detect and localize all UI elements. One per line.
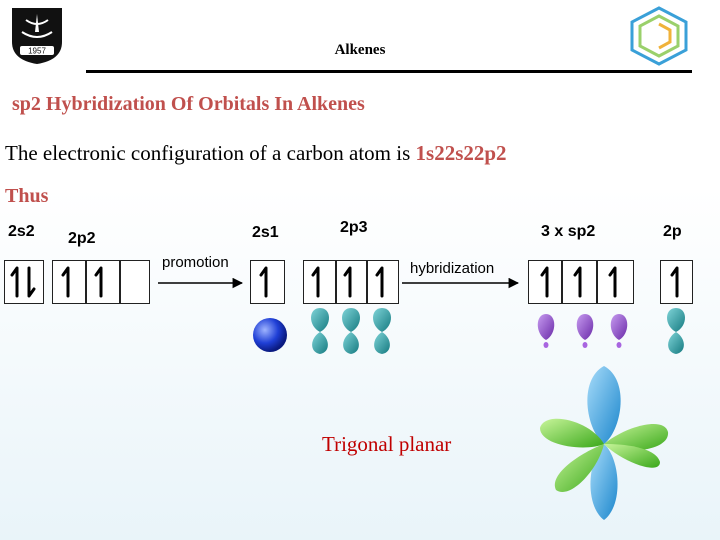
university-logo: 1957 xyxy=(12,8,62,64)
label-2p: 2p xyxy=(663,223,682,240)
config-text: The electronic configuration of a carbon… xyxy=(5,141,416,165)
box-2s xyxy=(4,260,44,304)
electron-2p-promoted-1 xyxy=(311,266,320,298)
electron-2p-1 xyxy=(61,266,70,298)
trigonal-planar-label: Trigonal planar xyxy=(322,432,452,456)
label-2p2: 2p2 xyxy=(68,230,96,247)
label-2s2: 2s2 xyxy=(8,223,35,240)
department-logo xyxy=(630,6,688,66)
promotion-label: promotion xyxy=(162,254,229,271)
electron-2p-unhybridized xyxy=(670,266,679,298)
electron-sp2-3 xyxy=(608,266,617,298)
electron-sp2-2 xyxy=(573,266,582,298)
label-2p3: 2p3 xyxy=(340,219,368,236)
label-3-sp2: 3 x sp2 xyxy=(541,223,596,240)
slide-title: sp2 Hybridization Of Orbitals In Alkenes xyxy=(12,93,365,115)
p-orbital-3 xyxy=(373,308,391,354)
hybridization-label: hybridization xyxy=(410,260,495,277)
sp2-orbital-1 xyxy=(537,314,555,348)
electron-pair-2s xyxy=(10,266,36,298)
header-title: Alkenes xyxy=(334,42,386,58)
p-orbital-unhybridized xyxy=(667,308,685,354)
p-orbital-1 xyxy=(311,308,329,354)
logo-year: 1957 xyxy=(28,47,46,56)
electron-sp2-1 xyxy=(540,266,549,298)
box-2s-promoted xyxy=(250,260,285,304)
config-value: 1s22s22p2 xyxy=(415,141,507,165)
box-sp2-1 xyxy=(528,260,562,304)
thus-label: Thus xyxy=(5,185,49,207)
electron-2s-promoted xyxy=(259,266,268,298)
box-2p-3 xyxy=(120,260,150,304)
s-orbital-sphere xyxy=(253,318,287,352)
header-rule xyxy=(86,70,692,73)
sp2-orbital-3 xyxy=(610,314,628,348)
electron-2p-2 xyxy=(94,266,103,298)
electron-2p-promoted-2 xyxy=(343,266,352,298)
p-orbital-2 xyxy=(342,308,360,354)
box-2p-promoted-2 xyxy=(336,260,367,304)
config-line: The electronic configuration of a carbon… xyxy=(5,141,507,166)
electron-2p-promoted-3 xyxy=(375,266,384,298)
label-2s1: 2s1 xyxy=(252,224,279,241)
trigonal-planar-model xyxy=(540,366,669,520)
sp2-orbital-2 xyxy=(576,314,594,348)
box-2p-2 xyxy=(86,260,120,304)
box-2p-promoted-1 xyxy=(303,260,336,304)
